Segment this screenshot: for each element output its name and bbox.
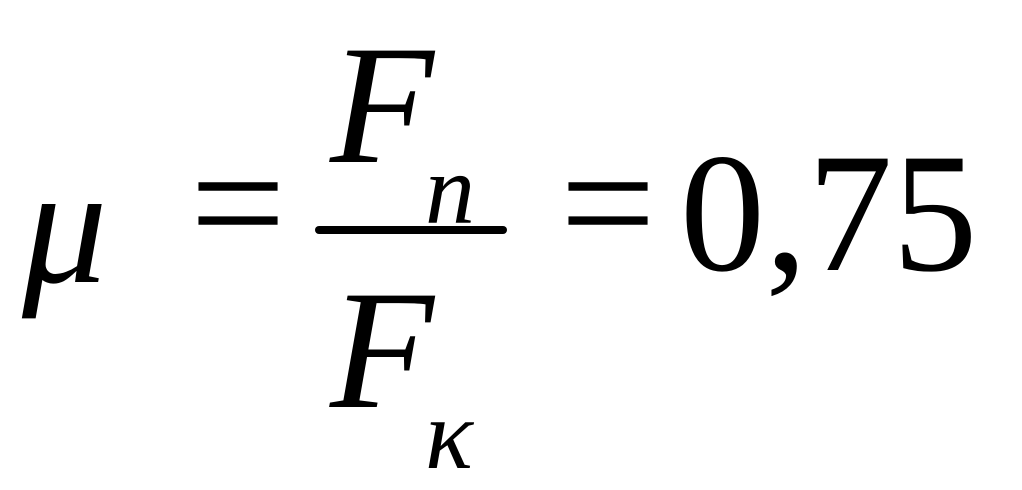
fraction-bar [315,226,507,234]
denominator-f: F [330,256,434,444]
equals-sign: = [190,109,286,297]
mu-symbol: μ [22,131,108,319]
equals-sign-2: = [560,109,656,297]
result-value: 0,75 [680,119,978,307]
denominator-subscript: κ [425,379,473,490]
numerator-subscript: n [425,134,475,245]
numerator-f: F [330,11,434,199]
